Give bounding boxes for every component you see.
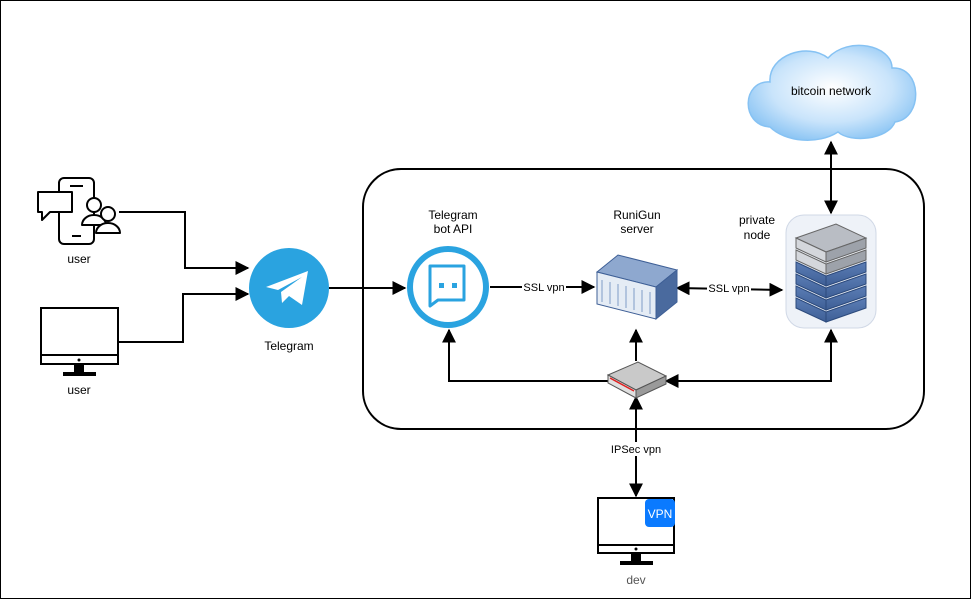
runigun-server-node[interactable]: RuniGun server [595,208,679,321]
ssl-vpn-label-2: SSL vpn [708,283,749,295]
monitor-icon [40,307,119,376]
server-label-line2: server [620,222,653,236]
monitor-icon [597,497,675,565]
bitcoin-network-label: bitcoin network [791,84,872,98]
server-label-line1: RuniGun [613,208,660,222]
edge-router-bot-api [442,328,608,382]
edge-user-desktop-telegram [119,287,250,343]
edge-router-node [664,328,838,388]
private-node-label-line1: private [739,213,775,227]
bot-api-icon [407,246,489,328]
user-phone-node[interactable]: user [37,177,121,266]
user-desktop-node[interactable]: user [40,307,119,397]
bitcoin-network-node[interactable]: bitcoin network [747,44,917,141]
vpn-badge: VPN [645,499,675,527]
cloud-icon [747,44,917,141]
dev-label: dev [626,573,645,587]
private-node[interactable]: private node [739,213,877,329]
edge-user-phone-telegram [119,211,250,275]
ssl-vpn-label-1: SSL vpn [523,282,564,294]
bot-api-label-line1: Telegram [428,208,477,222]
dev-node[interactable]: VPN dev [597,497,675,587]
private-node-label-line2: node [744,228,771,242]
user-desktop-label: user [67,383,90,397]
server-stack-icon [785,214,877,329]
edge-labels: SSL vpn SSL vpn IPSec vpn [522,280,751,456]
private-network-boundary [362,168,925,430]
telegram-label: Telegram [264,339,313,353]
telegram-node[interactable]: Telegram [249,248,329,353]
ipsec-vpn-label: IPSec vpn [611,444,661,456]
edges [119,140,838,498]
router-node[interactable] [606,361,668,399]
user-phone-label: user [67,252,90,266]
server-rack-icon [595,254,679,321]
telegram-icon [249,248,329,328]
bot-api-node[interactable]: Telegram bot API [407,208,489,328]
mobile-chat-users-icon [37,177,121,245]
vpn-badge-text: VPN [648,507,673,521]
bot-api-label-line2: bot API [434,222,473,236]
router-icon [606,361,668,399]
